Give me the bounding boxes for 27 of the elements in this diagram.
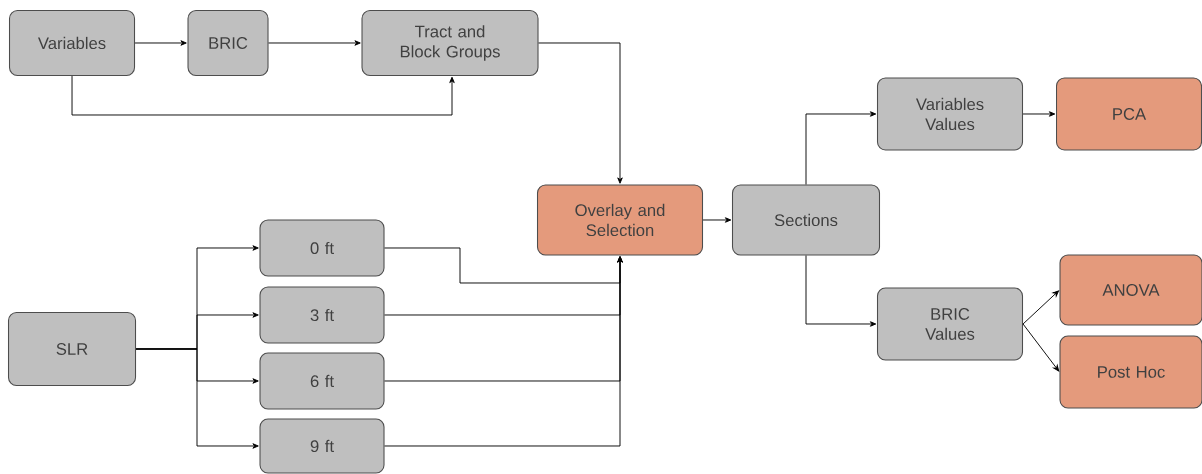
arrow <box>1022 323 1060 372</box>
arrow <box>1022 111 1056 117</box>
arrow <box>805 255 877 327</box>
arrow <box>384 256 623 447</box>
process-box: 0 ft <box>259 219 385 277</box>
process-box: Tract and Block Groups <box>361 9 539 77</box>
highlighted-process-box: Post Hoc <box>1059 335 1202 409</box>
arrow <box>538 42 623 184</box>
process-box: 6 ft <box>259 352 385 410</box>
arrow <box>134 40 187 46</box>
arrow <box>805 111 877 185</box>
arrow <box>71 75 455 116</box>
process-box: Sections <box>731 184 881 256</box>
arrow <box>135 348 259 449</box>
arrow <box>702 217 732 223</box>
highlighted-process-box: ANOVA <box>1059 254 1202 326</box>
process-box: 3 ft <box>259 286 385 344</box>
process-box: SLR <box>8 311 137 387</box>
process-box: 9 ft <box>259 418 385 474</box>
process-box: Variables <box>9 9 136 77</box>
process-box: Variables Values <box>876 77 1024 151</box>
arrow <box>1022 290 1060 325</box>
highlighted-process-box: Overlay and Selection <box>536 184 704 256</box>
process-box: BRIC <box>187 9 269 77</box>
highlighted-process-box: PCA <box>1055 77 1202 151</box>
arrow <box>268 40 361 46</box>
process-box: BRIC Values <box>876 287 1024 361</box>
